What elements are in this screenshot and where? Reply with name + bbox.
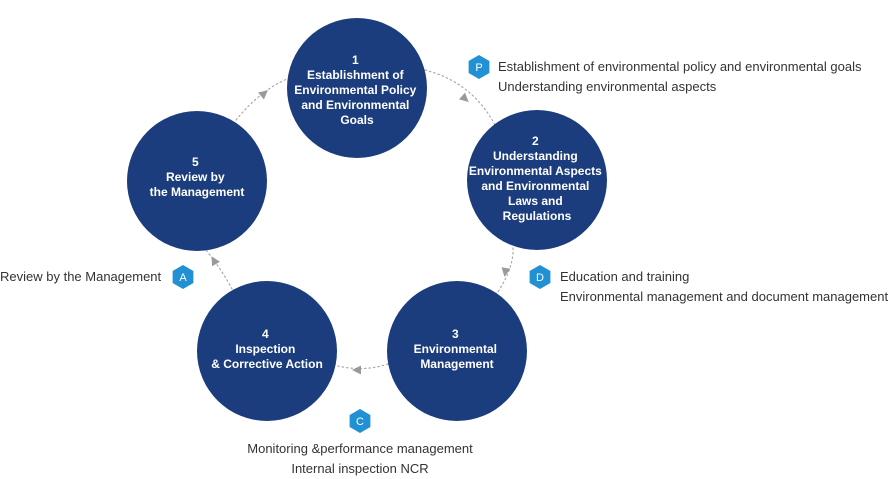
node-line: Inspection	[235, 342, 295, 356]
note-act: Review by the Management	[0, 267, 161, 287]
node-line: and Environmental	[481, 179, 589, 193]
node-1: 1 Establishment of Environmental Policy …	[287, 18, 427, 158]
note-line: Monitoring &performance management	[247, 441, 473, 456]
connector-3-4	[337, 363, 389, 370]
node-number: 4	[262, 327, 269, 341]
node-3: 3 Environmental Management	[387, 281, 527, 421]
node-line: Management	[420, 357, 493, 371]
node-line: Laws and	[508, 194, 563, 208]
node-line: Environmental Policy	[294, 83, 416, 97]
node-line: Establishment of	[307, 68, 405, 82]
node-circle	[387, 281, 527, 421]
node-label: 4 Inspection & Corrective Action	[211, 327, 323, 371]
badge-p: P	[468, 55, 490, 79]
node-line: Regulations	[503, 209, 572, 223]
node-5: 5 Review by the Management	[127, 111, 267, 251]
node-circle	[197, 281, 337, 421]
hexagon-icon	[349, 409, 371, 433]
connector-1-2	[424, 69, 496, 126]
node-line: & Corrective Action	[211, 357, 323, 371]
node-line: Goals	[340, 113, 374, 127]
arrow-icon	[258, 90, 268, 100]
node-label: 1 Establishment of Environmental Policy …	[294, 53, 419, 127]
badge-letter: C	[356, 416, 364, 428]
note-line: Establishment of environmental policy an…	[498, 59, 862, 74]
hexagon-icon	[468, 55, 490, 79]
arrow-icon	[211, 256, 220, 267]
node-number: 1	[352, 53, 359, 67]
node-line: Understanding	[493, 149, 578, 163]
arrowheads	[211, 90, 511, 375]
node-2: 2 Understanding Environmental Aspects an…	[467, 110, 607, 250]
node-label: 3 Environmental Management	[414, 327, 501, 371]
arrow-icon	[501, 267, 511, 277]
node-line: and Environmental	[301, 98, 409, 112]
note-line: Environmental management and document ma…	[560, 289, 889, 304]
node-4: 4 Inspection & Corrective Action	[197, 281, 337, 421]
node-number: 3	[452, 327, 459, 341]
node-line: Environmental Aspects	[469, 164, 602, 178]
node-label: 2 Understanding Environmental Aspects an…	[469, 134, 605, 223]
note-check: Monitoring &performance management Inter…	[200, 439, 520, 479]
node-circle	[287, 18, 427, 158]
note-do: Education and training Environmental man…	[560, 267, 888, 307]
connector-4-5	[205, 249, 233, 290]
note-line: Review by the Management	[0, 269, 162, 284]
badge-a: A	[172, 265, 194, 289]
arrow-icon	[458, 92, 469, 103]
hexagon-icon	[172, 265, 194, 289]
node-line: Review by	[166, 170, 225, 184]
arrow-icon	[352, 365, 361, 375]
node-line: Environmental	[414, 342, 497, 356]
node-line: the Management	[150, 185, 245, 199]
badge-letter: D	[536, 272, 544, 284]
hexagon-icon	[529, 265, 551, 289]
node-label: 5 Review by the Management	[150, 155, 245, 199]
note-line: Internal inspection NCR	[291, 461, 429, 476]
badge-letter: A	[179, 272, 187, 284]
note-line: Understanding environmental aspects	[498, 79, 717, 94]
node-circle	[467, 110, 607, 250]
node-number: 5	[192, 155, 199, 169]
note-plan: Establishment of environmental policy an…	[498, 57, 861, 97]
note-line: Education and training	[560, 269, 690, 284]
node-number: 2	[532, 134, 539, 148]
badge-d: D	[529, 265, 551, 289]
badge-c: C	[349, 409, 371, 433]
badge-letter: P	[475, 62, 482, 74]
node-circle	[127, 111, 267, 251]
